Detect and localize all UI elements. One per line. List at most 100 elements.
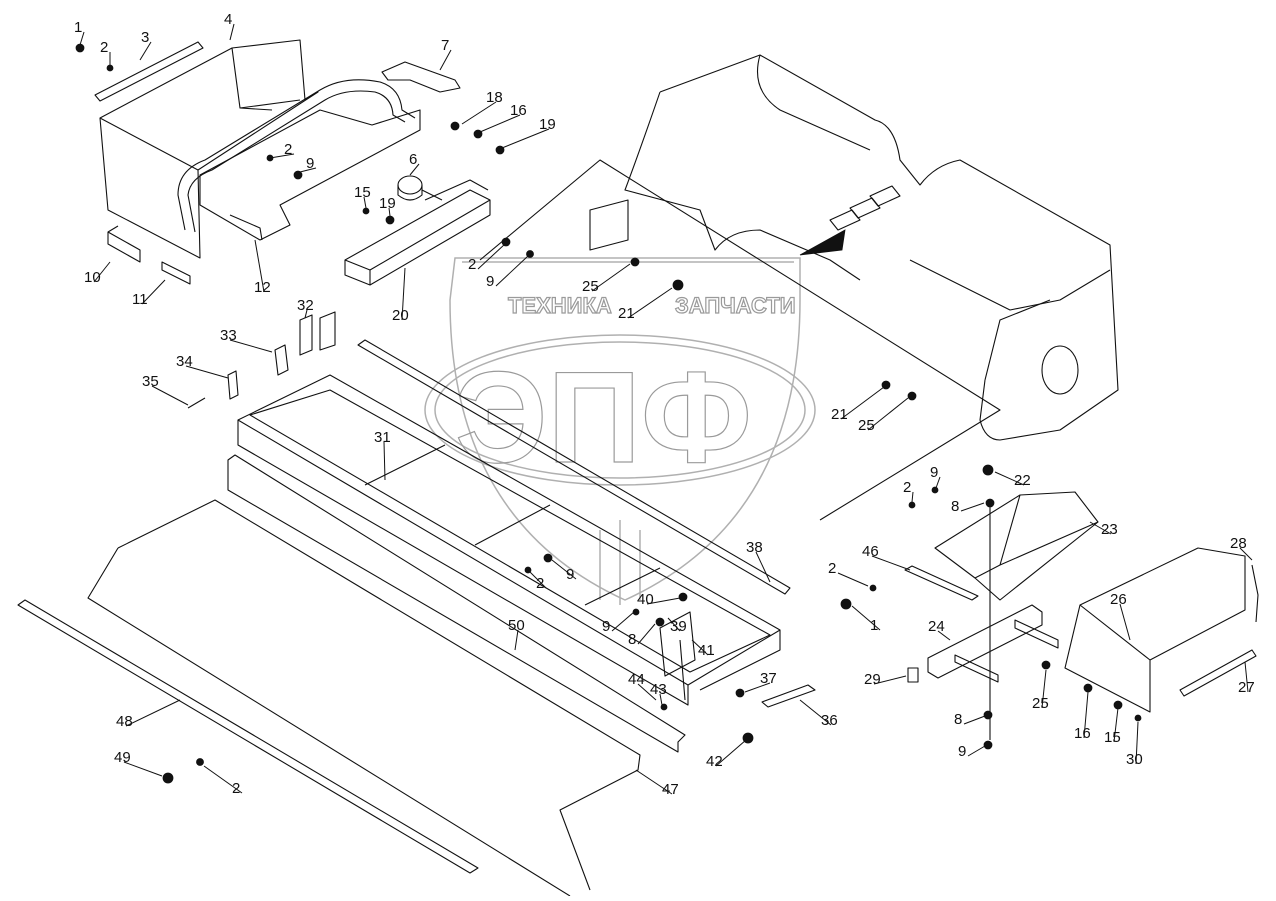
callout-15: 15 (354, 184, 371, 209)
callout-leader (911, 491, 914, 503)
callout-9b: 9 (486, 255, 529, 290)
callout-label: 23 (1101, 521, 1118, 538)
callout-15b: 15 (1104, 707, 1121, 746)
callout-leader (1135, 721, 1139, 765)
callout-label: 32 (297, 297, 314, 314)
callout-2: 2 (100, 39, 111, 65)
strip-46 (904, 565, 979, 601)
callout-label: 50 (508, 617, 525, 634)
callout-label: 9 (566, 566, 574, 583)
strip-3 (94, 41, 204, 102)
callout-label: 8 (628, 631, 636, 648)
callout-leader (304, 309, 308, 319)
callout-leader (1041, 669, 1047, 709)
callout-leader (495, 255, 529, 287)
bracket-34 (227, 370, 239, 400)
callout-leader (960, 502, 985, 512)
callout-leader (269, 153, 295, 159)
callout-label: 29 (864, 671, 881, 688)
callout-32: 32 (297, 297, 314, 319)
callout-49: 49 (114, 749, 163, 777)
callout-8c: 8 (954, 711, 986, 728)
bracket-10 (107, 225, 141, 263)
callout-leader (871, 555, 911, 571)
callout-label: 39 (670, 618, 687, 635)
callout-leader (479, 114, 521, 133)
callout-40: 40 (637, 591, 681, 608)
callout-label: 12 (254, 279, 271, 296)
callout-8b: 8 (628, 623, 656, 648)
callout-leader (1083, 691, 1089, 739)
callout-label: 11 (132, 291, 148, 308)
watermark: ТЕХНИКА ЗАПЧАСТИ ЭПФ (424, 257, 816, 605)
callout-leader (1113, 707, 1119, 743)
callout-29: 29 (864, 671, 907, 688)
callout-label: 27 (1238, 679, 1255, 696)
callout-44: 44 (628, 671, 657, 701)
callout-2g: 2 (203, 765, 243, 797)
callout-leader (1244, 661, 1249, 693)
callout-8: 8 (951, 498, 985, 515)
callout-18: 18 (461, 89, 503, 125)
callout-27: 27 (1238, 661, 1255, 696)
callout-leader (667, 617, 681, 632)
callout-leader (935, 476, 941, 489)
callout-label: 19 (379, 195, 396, 212)
callout-leader (461, 101, 497, 125)
callout-leader (123, 761, 163, 777)
watermark-text-left: ТЕХНИКА (508, 293, 612, 318)
bracket-33 (274, 344, 289, 376)
callout-label: 1 (74, 19, 82, 36)
callout-label: 9 (602, 618, 610, 635)
guard-26 (1064, 547, 1246, 713)
callout-9d: 9 (551, 559, 577, 583)
callout-3: 3 (139, 29, 152, 61)
callout-42: 42 (706, 739, 747, 770)
callout-25c: 25 (1032, 669, 1049, 712)
callout-label: 24 (928, 618, 945, 635)
callout-leader (529, 571, 547, 589)
callout-leader (635, 769, 673, 795)
callout-leader (715, 739, 747, 767)
callout-35: 35 (142, 373, 189, 406)
callout-leader (501, 128, 550, 149)
callout-label: 25 (858, 417, 875, 434)
callout-28: 28 (1230, 535, 1253, 561)
callout-4: 4 (224, 11, 235, 41)
callout-22: 22 (994, 471, 1031, 489)
callout-label: 2 (232, 780, 240, 797)
callout-leader (691, 639, 709, 656)
callout-label: 47 (662, 781, 679, 798)
callout-7: 7 (439, 37, 452, 71)
callout-label: 38 (746, 539, 763, 556)
callout-41: 41 (691, 639, 715, 659)
callout-label: 9 (958, 743, 966, 760)
callout-leader (141, 279, 166, 305)
callout-leader (867, 397, 909, 431)
callout-leader (514, 629, 519, 651)
callout-leader (744, 682, 771, 693)
callout-2c: 2 (468, 243, 506, 273)
callout-leader (963, 715, 986, 725)
callout-label: 30 (1126, 751, 1143, 768)
bracket-11 (161, 261, 191, 285)
callout-label: 9 (486, 273, 494, 290)
callout-1b: 1 (851, 605, 881, 634)
strip-48 (17, 599, 479, 874)
callout-label: 16 (1074, 725, 1091, 742)
callout-label: 8 (951, 498, 959, 515)
callout-6: 6 (409, 151, 420, 176)
callout-9c: 9 (930, 464, 941, 489)
callout-leader (755, 551, 771, 583)
handle-tube-12 (177, 79, 416, 231)
watermark-shield (449, 257, 801, 601)
callout-label: 2 (903, 479, 911, 496)
callout-10: 10 (84, 261, 111, 286)
callout-label: 25 (582, 278, 599, 295)
callout-24: 24 (928, 618, 951, 641)
callout-leader (851, 605, 881, 631)
callout-11: 11 (132, 279, 166, 308)
callout-label: 42 (706, 753, 723, 770)
